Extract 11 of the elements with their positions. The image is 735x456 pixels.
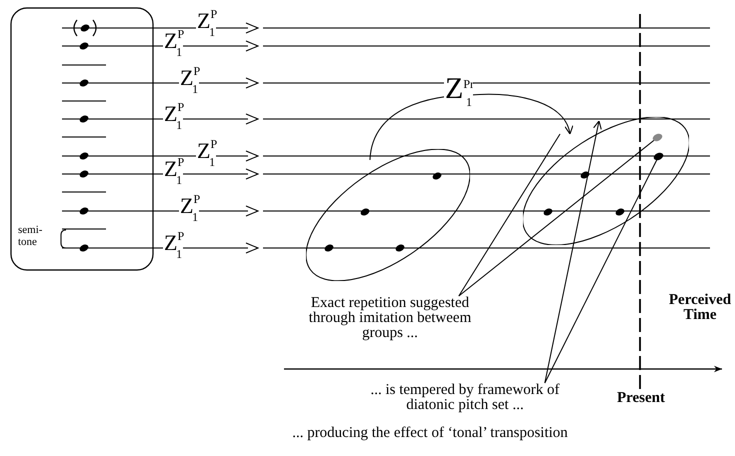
annotation-text: ... is tempered by framework of diatonic pitch set ...: [370, 383, 560, 413]
interval-label: semi- tone: [18, 224, 44, 248]
caption-text: ... producing the effect of ‘tonal’ transposition: [291, 426, 569, 441]
leader-line: [458, 134, 561, 296]
marker-label: Present: [616, 391, 666, 406]
note-head: [653, 152, 664, 161]
curved-arrow: [369, 94, 572, 160]
annotation-text: Exact repetition suggested through imitation betweem groups ...: [304, 296, 476, 341]
leader-line: [544, 120, 602, 384]
axis-label: Perceived Time: [668, 293, 732, 323]
note-head: [652, 133, 663, 142]
